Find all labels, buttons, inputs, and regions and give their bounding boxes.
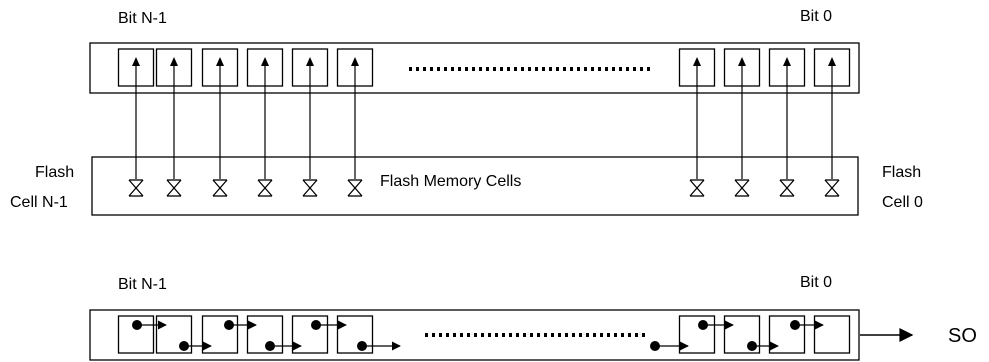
serial-output-label: SO bbox=[948, 325, 977, 347]
shift-cell bbox=[678, 315, 716, 354]
shift-cell bbox=[201, 315, 239, 354]
shift-node-dot bbox=[179, 341, 189, 351]
up-arrow-icon bbox=[783, 57, 791, 66]
flash-cell-lsb-label-line1: Flash bbox=[882, 164, 921, 181]
flash-array-frame bbox=[91, 156, 859, 216]
hourglass-cell-icon bbox=[212, 179, 228, 197]
shift-cell bbox=[291, 315, 329, 354]
shift-cell bbox=[768, 315, 806, 354]
shift-cell bbox=[723, 315, 761, 354]
top-register-cells bbox=[117, 48, 851, 87]
hourglass-cell-icon bbox=[302, 179, 318, 197]
top-bit-msb-label: Bit N-1 bbox=[118, 10, 167, 27]
up-arrow-icon bbox=[738, 57, 746, 66]
shift-register-cells bbox=[117, 315, 851, 354]
hourglass-cell-icon bbox=[734, 179, 750, 197]
shift-cell bbox=[246, 315, 284, 354]
up-arrow-icon bbox=[132, 57, 140, 66]
shift-node-dot bbox=[747, 341, 757, 351]
shift-node-dot bbox=[698, 320, 708, 330]
up-arrow-icon bbox=[216, 57, 224, 66]
up-arrow-icon bbox=[693, 57, 701, 66]
flash-cell-msb-label-line2: Cell N-1 bbox=[10, 194, 68, 211]
shift-register-frame bbox=[89, 309, 860, 361]
hourglass-cell-icon bbox=[347, 179, 363, 197]
up-arrow-icon bbox=[306, 57, 314, 66]
shift-chain bbox=[132, 320, 824, 351]
shift-bit-lsb-label: Bit 0 bbox=[800, 274, 832, 291]
up-arrow-icon bbox=[170, 57, 178, 66]
hourglass-cell-icon bbox=[257, 179, 273, 197]
top-register-frame bbox=[89, 42, 860, 94]
hourglass-cell-icon bbox=[779, 179, 795, 197]
shift-cell bbox=[813, 315, 851, 354]
shift-node-dot bbox=[650, 341, 660, 351]
shift-node-dot bbox=[265, 341, 275, 351]
flash-cell-msb-label-line1: Flash bbox=[35, 164, 74, 181]
shift-node-dot bbox=[357, 341, 367, 351]
top-bit-lsb-label: Bit 0 bbox=[800, 8, 832, 25]
shift-cell bbox=[336, 315, 374, 354]
flash-cell-lsb-label-line2: Cell 0 bbox=[882, 194, 923, 211]
up-arrow-icon bbox=[261, 57, 269, 66]
flash-cells bbox=[128, 179, 840, 197]
flash-memory-cells-label: Flash Memory Cells bbox=[380, 173, 521, 190]
up-arrow-icon bbox=[828, 57, 836, 66]
read-lines bbox=[135, 64, 833, 179]
shift-cell bbox=[117, 315, 155, 354]
shift-bit-msb-label: Bit N-1 bbox=[118, 276, 167, 293]
shift-node-dot bbox=[311, 320, 321, 330]
shift-node-dot bbox=[224, 320, 234, 330]
up-arrow-icon bbox=[351, 57, 359, 66]
hourglass-cell-icon bbox=[166, 179, 182, 197]
hourglass-cell-icon bbox=[824, 179, 840, 197]
shift-cell bbox=[155, 315, 193, 354]
hourglass-cell-icon bbox=[128, 179, 144, 197]
shift-node-dot bbox=[132, 320, 142, 330]
shift-node-dot bbox=[790, 320, 800, 330]
hourglass-cell-icon bbox=[689, 179, 705, 197]
